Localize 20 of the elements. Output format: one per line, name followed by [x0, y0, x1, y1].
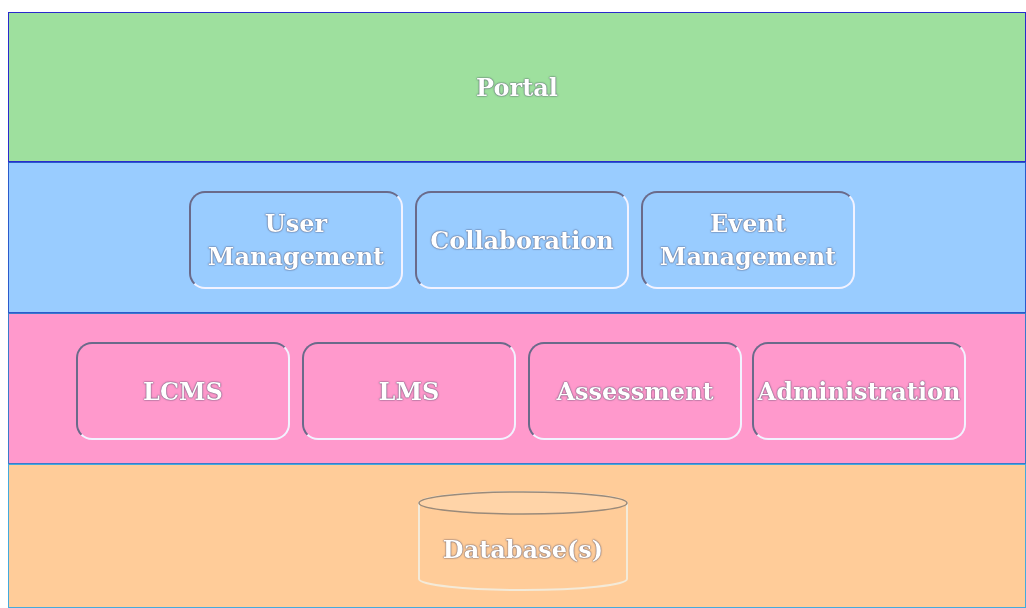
module-box	[415, 191, 629, 289]
node-label: Administration	[757, 375, 961, 408]
layer-band	[8, 464, 1026, 608]
module-box	[76, 342, 290, 440]
module-box	[641, 191, 855, 289]
module-box	[752, 342, 966, 440]
node-label: Database(s)	[442, 533, 604, 566]
node-label: Event Management	[658, 208, 838, 273]
module-box	[189, 191, 403, 289]
layer-band	[8, 162, 1026, 313]
node-label: Portal	[476, 71, 558, 104]
node-label: LMS	[378, 375, 440, 408]
node-label: User Management	[206, 208, 386, 273]
node-label: LCMS	[143, 375, 223, 408]
node-label: Collaboration	[430, 224, 614, 257]
module-box	[528, 342, 742, 440]
module-box	[302, 342, 516, 440]
node-label: Assessment	[556, 375, 714, 408]
layer-band	[8, 313, 1026, 464]
layer-band	[8, 12, 1026, 162]
